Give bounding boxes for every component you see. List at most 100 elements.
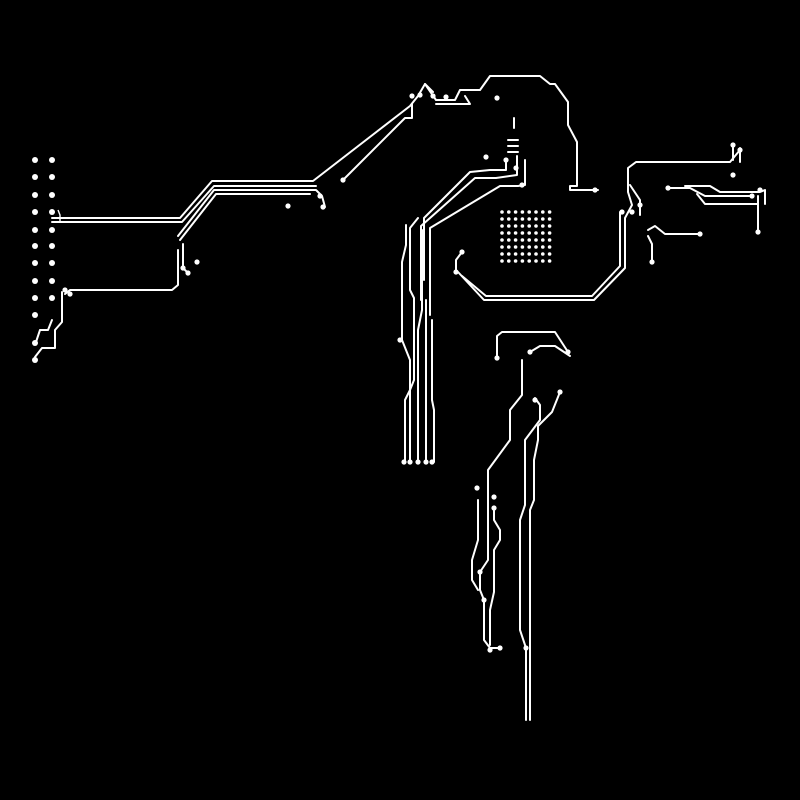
via: [592, 187, 598, 193]
bga-ball: [520, 238, 525, 242]
connector-pad: [49, 243, 55, 249]
via: [397, 337, 403, 343]
via: [730, 172, 736, 178]
bga-ball: [513, 245, 518, 249]
bga-ball: [547, 238, 552, 242]
bga-ball: [527, 252, 531, 256]
connector-pad: [32, 260, 38, 266]
via: [417, 92, 423, 98]
bga-ball: [520, 231, 525, 235]
bga-ball: [513, 217, 518, 221]
bga-ball: [500, 217, 504, 221]
connector-pad: [49, 174, 55, 180]
bga-ball: [507, 224, 511, 228]
via: [491, 494, 497, 500]
via: [443, 94, 449, 100]
bga-ball: [534, 252, 538, 256]
via: [481, 597, 487, 603]
via: [459, 249, 465, 255]
bga-ball: [513, 210, 518, 214]
bga-ball: [500, 231, 504, 235]
via: [697, 231, 703, 237]
bga-ball: [527, 224, 531, 228]
bga-ball: [507, 210, 511, 214]
bga-ball: [547, 231, 552, 235]
connector-pad: [49, 295, 55, 301]
bga-ball: [500, 252, 504, 256]
via: [557, 389, 563, 395]
via: [757, 187, 763, 193]
bga-ball: [513, 238, 518, 242]
via: [415, 459, 421, 465]
via: [285, 203, 291, 209]
bga-ball: [500, 210, 504, 214]
via: [429, 459, 435, 465]
connector-pad: [32, 243, 38, 249]
vias: [32, 92, 763, 653]
via: [665, 185, 671, 191]
bga-ball: [541, 210, 545, 214]
bga-ball: [520, 252, 525, 256]
bga-ball: [500, 259, 504, 263]
bga-ball: [500, 238, 504, 242]
via: [32, 340, 38, 346]
bga-ball: [520, 259, 525, 263]
connector-pad: [32, 278, 38, 284]
bga-ball: [527, 231, 531, 235]
bga-ball: [507, 217, 511, 221]
via: [737, 147, 743, 153]
bga-ball: [500, 245, 504, 249]
via: [423, 459, 429, 465]
connector-pad: [32, 295, 38, 301]
bga-ball: [527, 238, 531, 242]
traces-lower: [471, 331, 571, 721]
bga-ball: [500, 224, 504, 228]
bga-ball: [513, 259, 518, 263]
bga-ball: [520, 217, 525, 221]
bga-ball: [534, 245, 538, 249]
connector-pad: [32, 227, 38, 233]
via: [523, 645, 529, 651]
bga-ball: [527, 217, 531, 221]
connector-pad: [32, 174, 38, 180]
bga-ball: [541, 217, 545, 221]
bga-ball: [547, 217, 552, 221]
bga-ball: [534, 217, 538, 221]
via: [519, 182, 525, 188]
via: [629, 209, 635, 215]
bga-ball: [541, 259, 545, 263]
via: [474, 485, 480, 491]
via: [430, 93, 436, 99]
bga-ball: [520, 210, 525, 214]
connector-pad: [49, 227, 55, 233]
via: [749, 193, 755, 199]
via: [407, 459, 413, 465]
via: [503, 157, 509, 163]
via: [185, 270, 191, 276]
connector-pad: [32, 312, 38, 318]
via: [487, 647, 493, 653]
traces-center: [401, 117, 766, 463]
bga-ball: [527, 210, 531, 214]
via: [649, 259, 655, 265]
bga-ball: [507, 259, 511, 263]
via: [497, 645, 503, 651]
via: [409, 93, 415, 99]
bga-ball: [547, 210, 552, 214]
connector-pad: [49, 157, 55, 163]
bga-ball: [541, 224, 545, 228]
bga-ball: [541, 245, 545, 249]
connector-pad: [49, 278, 55, 284]
via: [619, 209, 625, 215]
bga-ball: [520, 245, 525, 249]
via: [340, 177, 346, 183]
via: [513, 165, 519, 171]
connector-pad: [32, 157, 38, 163]
bga-ball: [520, 224, 525, 228]
via: [62, 287, 68, 293]
via: [401, 459, 407, 465]
bga-ball: [507, 238, 511, 242]
via: [317, 193, 323, 199]
